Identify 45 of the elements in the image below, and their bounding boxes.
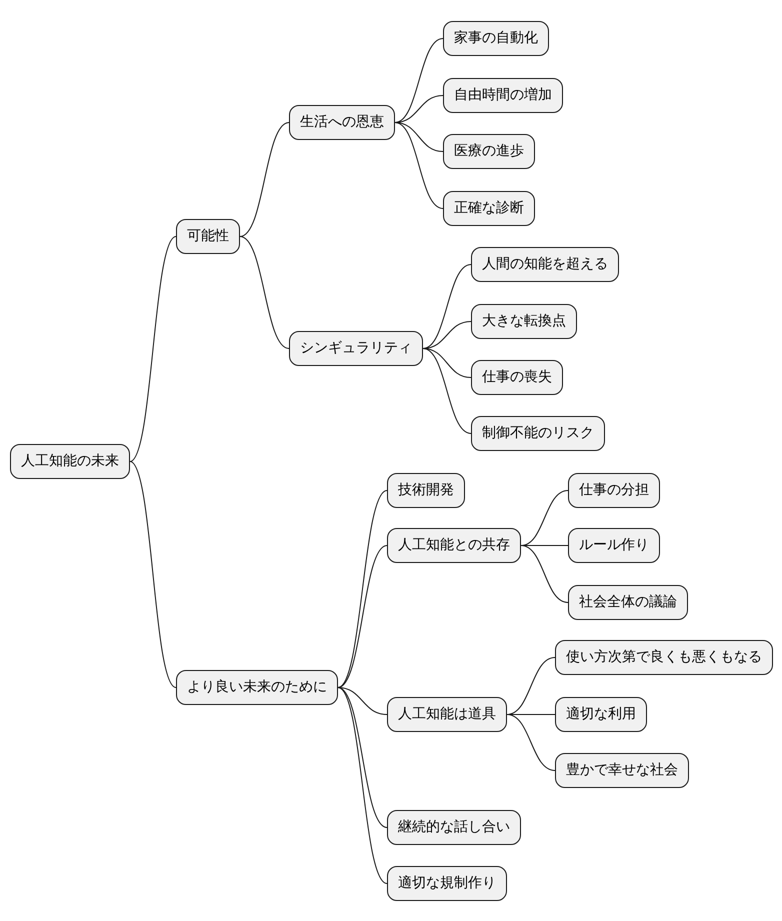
connector-line [338, 490, 388, 688]
connector-line [422, 348, 472, 378]
topic-box: 継続的な話し合い [387, 810, 521, 845]
connector-line [394, 122, 444, 152]
topic-box: 大きな転換点 [471, 304, 577, 339]
topic-box: 技術開発 [387, 473, 465, 508]
topic-box: 可能性 [176, 219, 240, 254]
connector-line [394, 38, 444, 123]
connector-line [520, 545, 568, 603]
topic-box: 生活への恩恵 [289, 105, 395, 140]
topic-box: 医療の進歩 [443, 134, 535, 169]
topic-box: 豊かで幸せな社会 [555, 753, 689, 788]
connector-line [422, 264, 472, 349]
connector-line [520, 490, 568, 546]
connector-line [338, 687, 388, 828]
connector-line [338, 687, 388, 715]
topic-box: 仕事の喪失 [471, 360, 563, 395]
topic-box: 社会全体の議論 [568, 585, 688, 620]
connector-line [338, 545, 388, 688]
topic-box: 家事の自動化 [443, 21, 549, 56]
connector-line [240, 122, 290, 237]
topic-box: 制御不能のリスク [471, 416, 605, 451]
topic-box: 適切な規制作り [387, 866, 507, 901]
connector-line [240, 236, 290, 349]
connector-line [130, 236, 176, 462]
topic-box: 人工知能は道具 [387, 697, 507, 732]
connector-line [338, 687, 388, 884]
connector-line [130, 461, 176, 688]
connector-line [506, 714, 556, 715]
topic-box: シンギュラリティ [289, 331, 423, 366]
topic-box: 自由時間の増加 [443, 78, 563, 113]
topic-box: より良い未来のために [176, 670, 338, 705]
connector-line [394, 122, 444, 209]
connector-line [422, 348, 472, 434]
connector-line [506, 657, 556, 715]
connector-line [506, 714, 556, 771]
topic-box: 仕事の分担 [568, 473, 660, 508]
topic-box: 適切な利用 [555, 697, 647, 732]
topic-box: 正確な診断 [443, 191, 535, 226]
connector-line [520, 545, 568, 546]
topic-box: 使い方次第で良くも悪くもなる [555, 640, 773, 675]
topic-box: ルール作り [568, 528, 660, 563]
topic-box: 人工知能の未来 [10, 444, 130, 479]
topic-box: 人工知能との共存 [387, 528, 521, 563]
topic-box: 人間の知能を超える [471, 247, 619, 282]
